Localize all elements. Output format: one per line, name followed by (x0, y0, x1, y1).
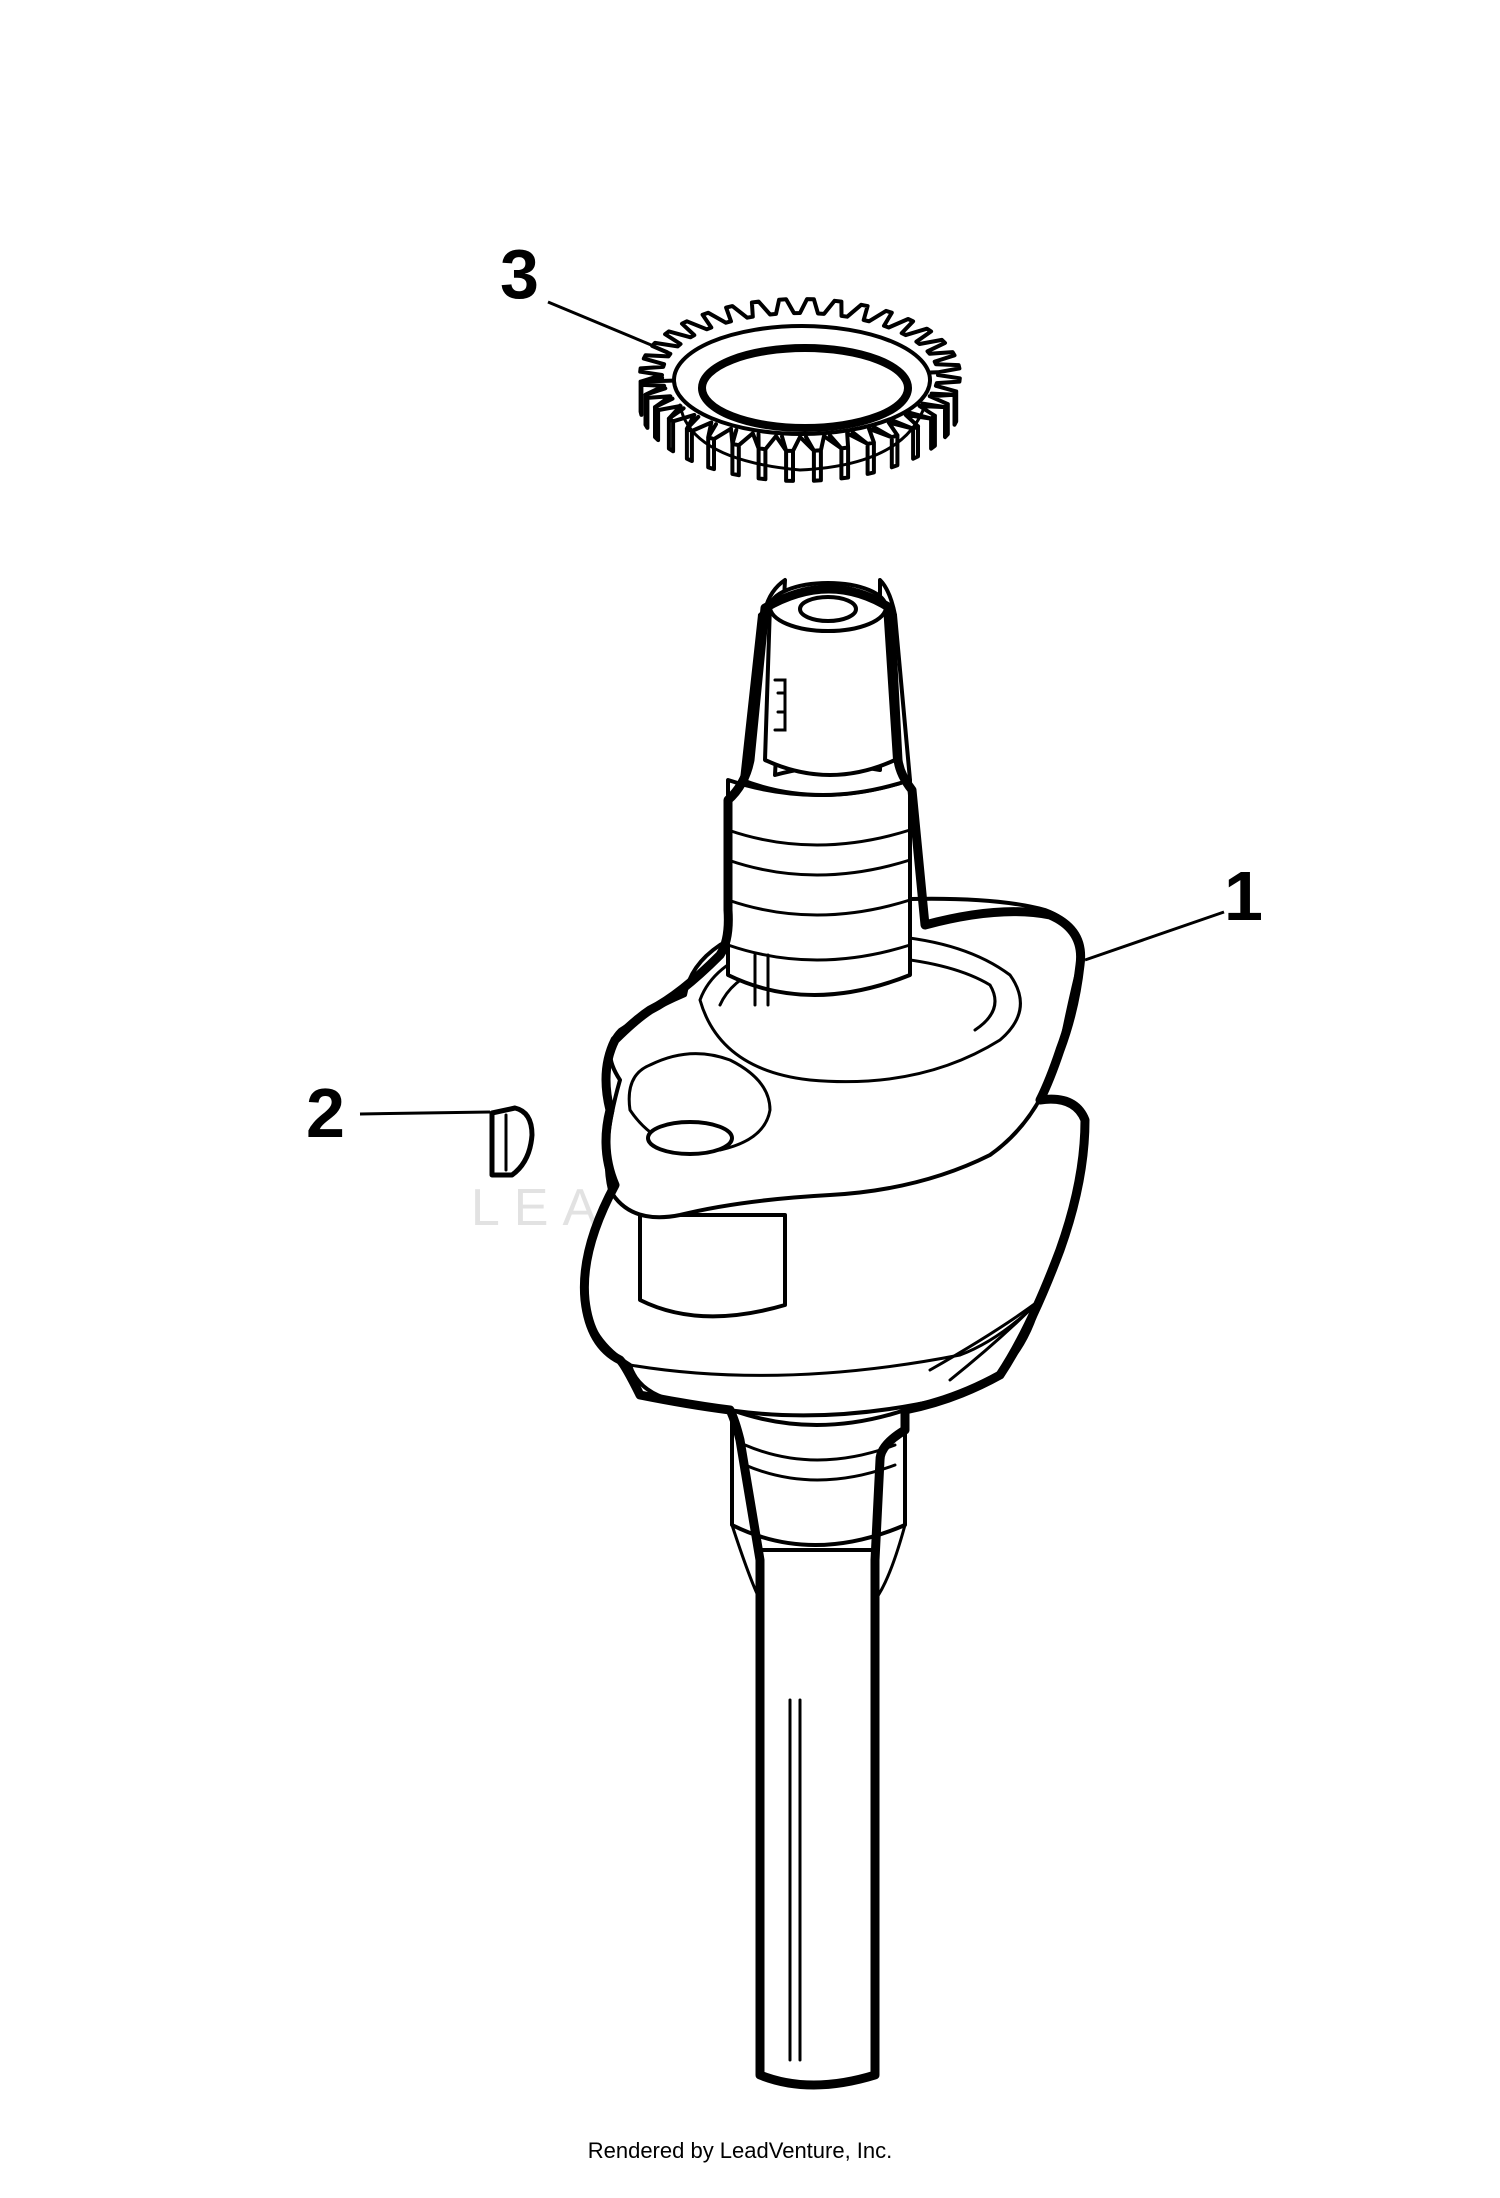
main-journal-ring-4 (726, 943, 912, 962)
main-journal-flat (753, 953, 770, 1007)
lower-journal-ring (743, 1443, 897, 1462)
crankshaft-lower-shaft (758, 1548, 877, 2087)
counterweight-lower-edge (628, 1298, 1042, 1377)
callout-number-1[interactable]: 1 (1224, 857, 1263, 935)
crankshaft-crank-pin (638, 1213, 787, 1319)
shaft-center-hole (798, 595, 858, 623)
render-credit: Rendered by LeadVenture, Inc. (588, 2138, 893, 2163)
leader-line-3 (547, 300, 669, 354)
gear-bore (698, 344, 912, 432)
main-journal-ring-3 (726, 898, 912, 917)
oil-hole (646, 1120, 734, 1156)
crankshaft-part[interactable] (579, 578, 1090, 2090)
gear-part[interactable] (638, 297, 962, 483)
leader-line-2 (359, 1110, 491, 1116)
main-journal-ring-2 (726, 858, 912, 877)
callout-number-3[interactable]: 3 (500, 235, 539, 313)
key-body (489, 1105, 535, 1178)
shaft-flat-mark (773, 678, 787, 732)
leader-line-1 (1084, 910, 1225, 962)
gear-face-edge (678, 403, 927, 472)
callout-number-2[interactable]: 2 (306, 1074, 345, 1152)
main-journal-ring-1 (726, 828, 912, 847)
key-part[interactable] (489, 1105, 535, 1178)
crankshaft-outline (579, 584, 1090, 2090)
